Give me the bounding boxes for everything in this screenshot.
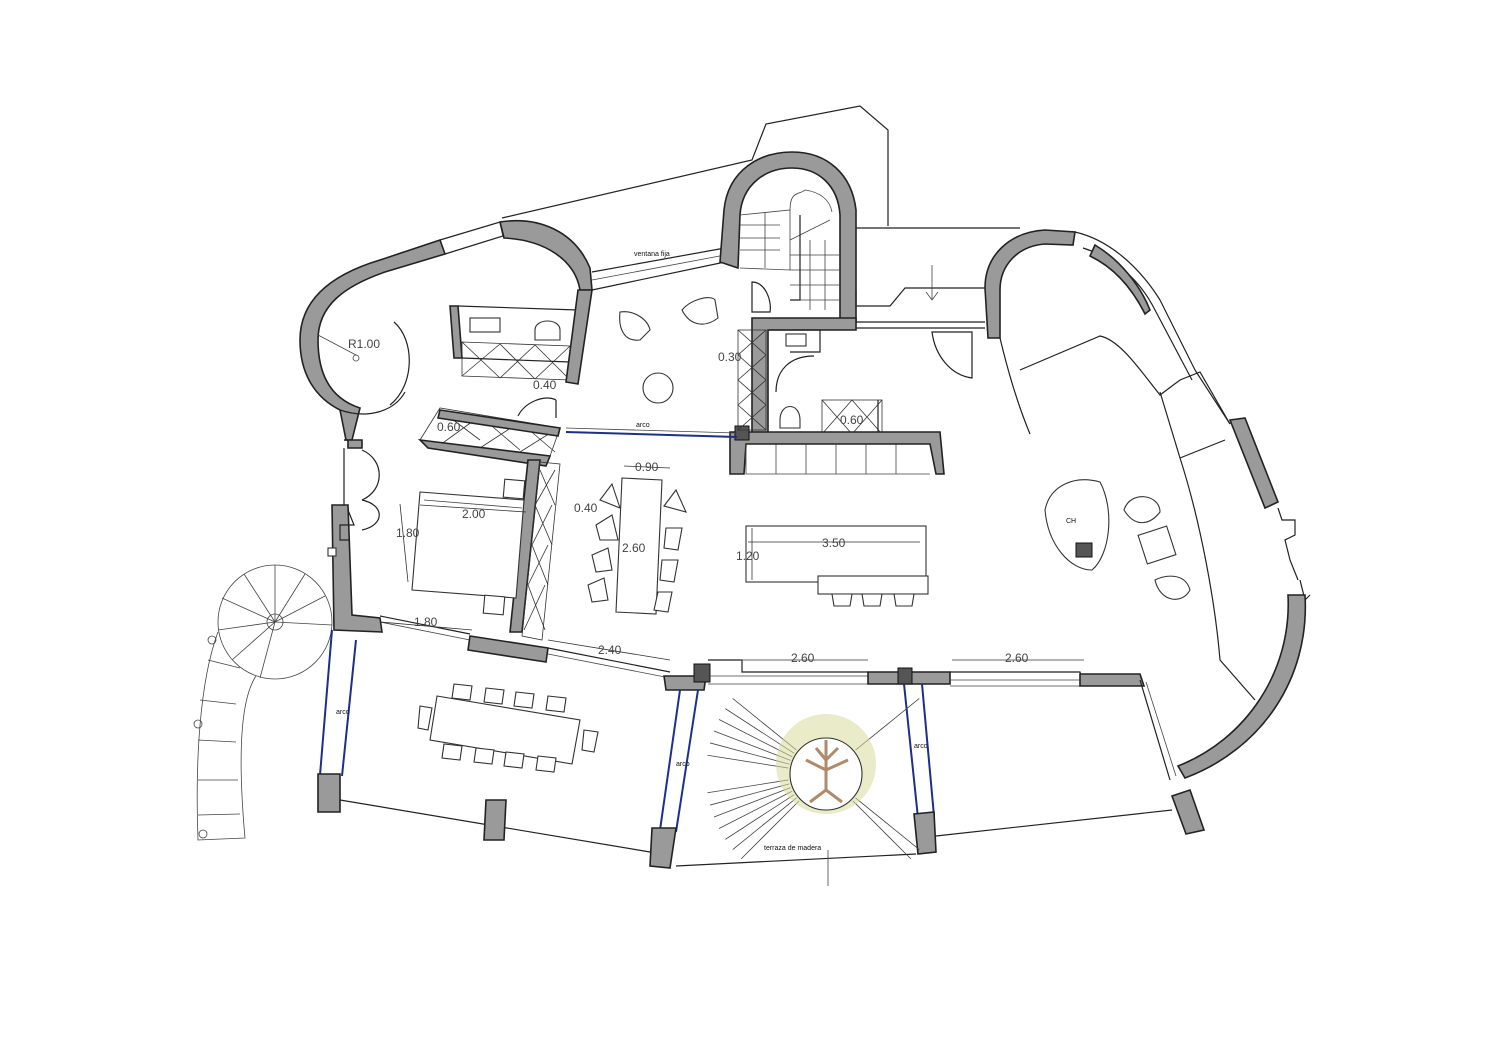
dim-1.20: 1.20 [736, 549, 760, 563]
arco-mid-label: arco [676, 761, 690, 768]
window-label: ventana fija [634, 251, 670, 258]
dim-2.60-table: 2.60 [622, 541, 646, 555]
dim-0.30: 0.30 [718, 350, 742, 364]
bathroom-block [729, 317, 945, 475]
living-dining-table [587, 477, 687, 615]
south-wall [379, 615, 1177, 781]
ch-label: CH [1066, 518, 1076, 525]
deck-board [709, 783, 790, 806]
kitchen-island [745, 525, 929, 607]
deck-board [707, 779, 789, 794]
dim-0.40-a: 0.40 [533, 378, 557, 392]
deck-board [855, 797, 920, 850]
dim-2.40: 2.40 [598, 643, 622, 657]
deck-board [732, 797, 797, 850]
arco-hall-label: arco [636, 422, 650, 429]
deck-board [713, 787, 791, 818]
dim-3.50: 3.50 [822, 536, 846, 550]
deck-board [709, 742, 790, 765]
spiral-stair [193, 564, 333, 841]
stair-tower [719, 151, 857, 323]
arco-left-label: arco [336, 709, 350, 716]
dim-2.60-b: 2.60 [1005, 651, 1029, 665]
dim-0.90: 0.90 [635, 460, 659, 474]
dim-0.60-a: 0.60 [437, 420, 461, 434]
radius-label: R1.00 [348, 337, 380, 351]
dim-1.80-h: 1.80 [414, 615, 438, 629]
fixed-window [591, 247, 726, 291]
deck-board [725, 794, 795, 840]
terrace-label: terraza de madera [764, 845, 821, 852]
hall-decor [517, 297, 738, 438]
site-outline [501, 105, 1020, 229]
dim-0.60-b: 0.60 [840, 413, 864, 427]
deck-board [740, 800, 800, 860]
fireplace-area [1044, 479, 1191, 600]
bedroom-block [411, 407, 561, 641]
kitchen-niche [449, 289, 593, 385]
text-labels: R1.00 ventana fija arco arco arco arco t… [336, 251, 1076, 852]
dim-0.40-b: 0.40 [574, 501, 598, 515]
entrance-upper [855, 265, 988, 379]
deck-board [707, 754, 789, 769]
dimension-lines [379, 465, 1084, 661]
dim-2.00: 2.00 [462, 507, 486, 521]
terrace-left [317, 629, 651, 853]
right-lounge [984, 229, 1311, 779]
dim-2.60-a: 2.60 [791, 651, 815, 665]
deck-board [718, 790, 793, 829]
left-hall-walls [327, 439, 383, 633]
dim-1.80-v: 1.80 [396, 526, 420, 540]
terrace-center [649, 683, 1206, 886]
arco-right-label: arco [914, 743, 928, 750]
deck-board [852, 800, 912, 860]
